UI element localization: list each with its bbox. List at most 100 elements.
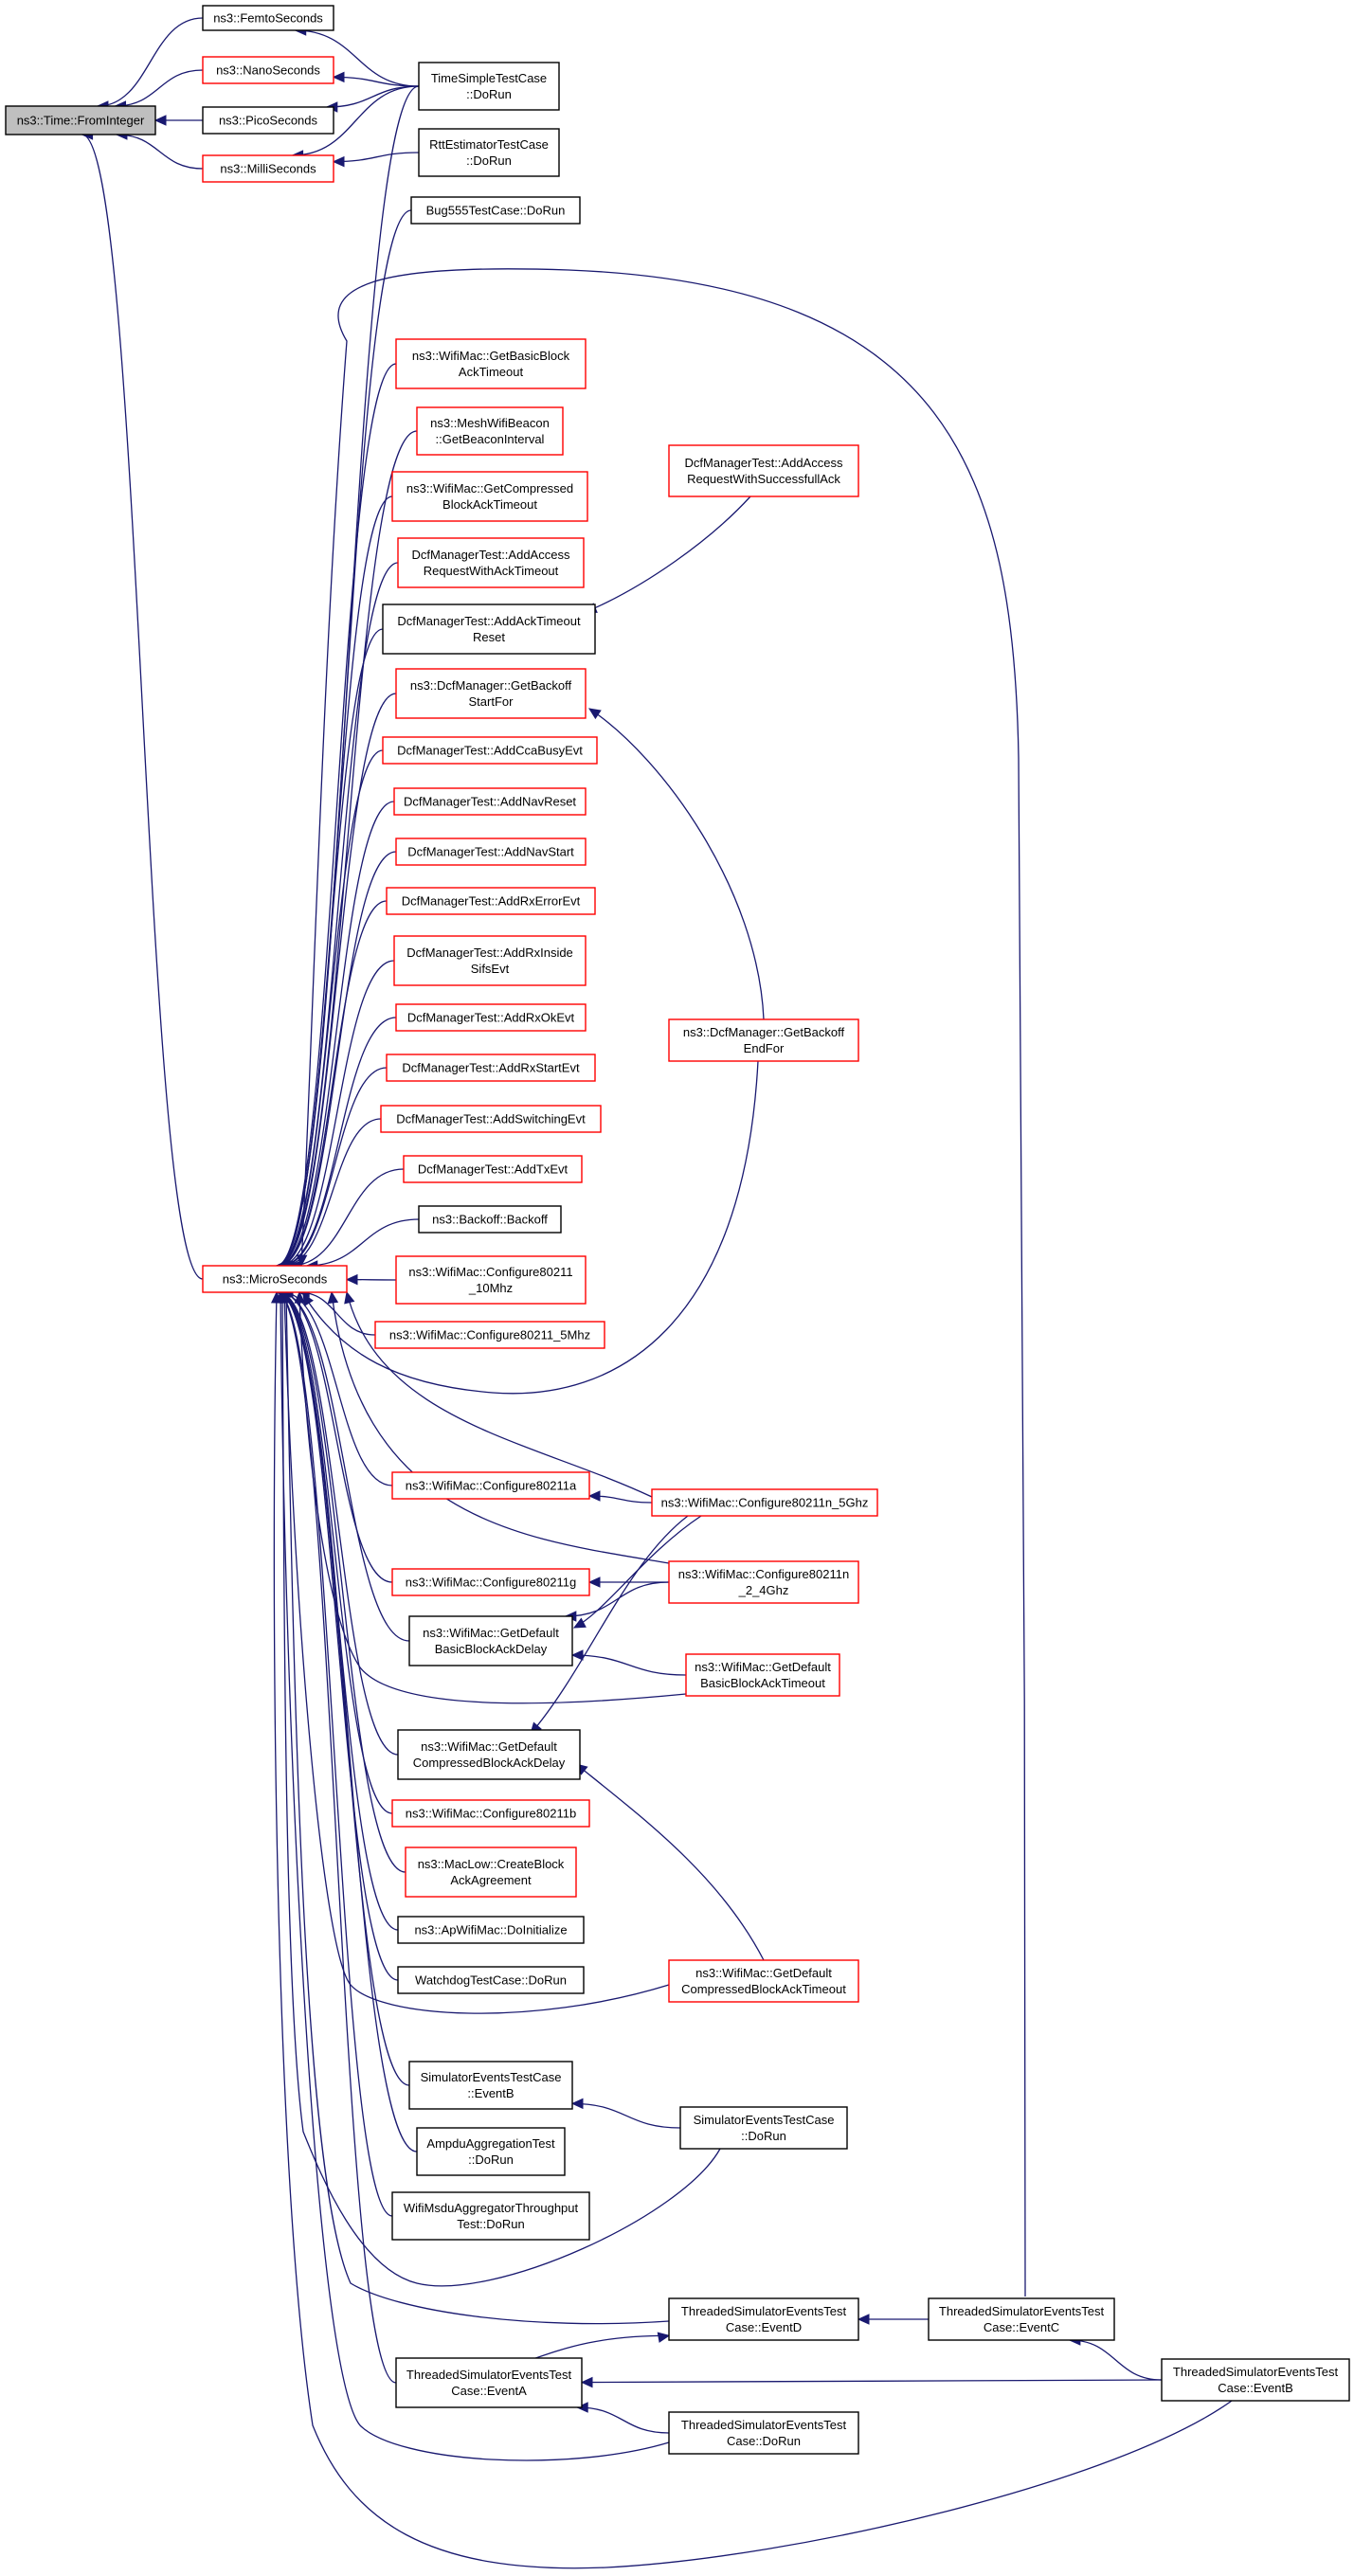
node-label: ThreadedSimulatorEventsTest — [681, 2304, 847, 2318]
node-watchdog[interactable]: WatchdogTestCase::DoRun — [397, 1966, 585, 1994]
node-compblock[interactable]: ns3::WifiMac::GetCompressedBlockAckTimeo… — [391, 471, 588, 522]
node-pico[interactable]: ns3::PicoSeconds — [202, 106, 334, 135]
node-milli[interactable]: ns3::MilliSeconds — [202, 154, 334, 183]
node-label: AckTimeout — [459, 365, 524, 379]
node-defcompdelay[interactable]: ns3::WifiMac::GetDefaultCompressedBlockA… — [397, 1729, 581, 1780]
node-bug555[interactable]: Bug555TestCase::DoRun — [410, 196, 581, 225]
node-box — [382, 736, 598, 765]
node-label: ThreadedSimulatorEventsTest — [1173, 2365, 1339, 2379]
edge-tseventb-to-tseventa — [580, 2376, 1163, 2388]
node-defbasicdelay[interactable]: ns3::WifiMac::GetDefaultBasicBlockAckDel… — [408, 1615, 573, 1666]
node-meshbeacon[interactable]: ns3::MeshWifiBeacon::GetBeaconInterval — [416, 406, 564, 456]
node-c24ghz[interactable]: ns3::WifiMac::Configure80211n_2_4Ghz — [668, 1560, 859, 1604]
edge-rtt-to-milli — [332, 152, 420, 168]
node-box — [391, 1568, 590, 1596]
node-box — [408, 1615, 573, 1666]
node-label: Case::EventB — [1218, 2381, 1293, 2395]
edge-line — [277, 562, 399, 1267]
node-nano[interactable]: ns3::NanoSeconds — [202, 56, 334, 84]
node-addaccessack[interactable]: DcfManagerTest::AddAccessRequestWithAckT… — [397, 537, 585, 588]
node-ampdu[interactable]: AmpduAggregationTest::DoRun — [416, 2127, 566, 2176]
node-accesssuccess[interactable]: DcfManagerTest::AddAccessRequestWithSucc… — [668, 444, 859, 497]
edge-line — [276, 363, 397, 1267]
node-label: ns3::WifiMac::Configure80211b — [406, 1807, 576, 1821]
node-c5ghz[interactable]: ns3::WifiMac::Configure80211n_5Ghz — [651, 1488, 878, 1517]
node-box — [395, 838, 587, 866]
node-c10mhz[interactable]: ns3::WifiMac::Configure80211_10Mhz — [395, 1255, 587, 1305]
node-label: ns3::WifiMac::Configure80211n_5Ghz — [661, 1496, 869, 1510]
edge-micro-to-root — [81, 129, 204, 1280]
edge-line — [298, 1291, 376, 1336]
edge-line — [285, 1291, 670, 2325]
node-timesimple[interactable]: TimeSimpleTestCase::DoRun — [418, 62, 560, 111]
node-box — [391, 2191, 590, 2241]
node-rxstart[interactable]: DcfManagerTest::AddRxStartEvt — [386, 1054, 596, 1082]
node-switching[interactable]: DcfManagerTest::AddSwitchingEvt — [380, 1105, 602, 1133]
node-root[interactable]: ns3::Time::FromInteger — [5, 105, 156, 135]
node-simeventb[interactable]: SimulatorEventsTestCase::EventB — [408, 2061, 573, 2110]
node-box — [928, 2297, 1115, 2341]
node-femto[interactable]: ns3::FemtoSeconds — [202, 5, 334, 31]
node-backoff[interactable]: ns3::Backoff::Backoff — [418, 1205, 562, 1234]
node-micro[interactable]: ns3::MicroSeconds — [202, 1265, 348, 1293]
node-rxok[interactable]: DcfManagerTest::AddRxOkEvt — [395, 1003, 587, 1032]
edge-arrowhead — [327, 1290, 339, 1305]
node-txevt[interactable]: DcfManagerTest::AddTxEvt — [403, 1155, 583, 1183]
node-label: DcfManagerTest::AddTxEvt — [418, 1162, 569, 1177]
node-label: ns3::MacLow::CreateBlock — [418, 1857, 565, 1871]
node-defcomptimeout[interactable]: ns3::WifiMac::GetDefaultCompressedBlockA… — [668, 1959, 859, 2003]
node-c80211b[interactable]: ns3::WifiMac::Configure80211b — [391, 1799, 590, 1828]
node-box — [374, 1321, 605, 1349]
edge-milli-to-root — [115, 129, 204, 170]
node-label: _2_4Ghz — [738, 1583, 789, 1597]
edge-backoffend-to-micro — [302, 1060, 759, 1395]
node-ccabusy[interactable]: DcfManagerTest::AddCcaBusyEvt — [382, 736, 598, 765]
node-navreset[interactable]: DcfManagerTest::AddNavReset — [393, 787, 587, 816]
edge-c5ghz-to-c80211a — [587, 1490, 653, 1504]
edge-line — [276, 1291, 393, 2217]
node-c80211a[interactable]: ns3::WifiMac::Configure80211a — [391, 1471, 590, 1500]
node-label: RequestWithAckTimeout — [424, 564, 559, 578]
node-box — [408, 2061, 573, 2110]
node-navstart[interactable]: DcfManagerTest::AddNavStart — [395, 838, 587, 866]
node-box — [395, 1003, 587, 1032]
edge-line — [565, 1581, 670, 1617]
edge-addacktimeoutreset-to-micro — [276, 628, 384, 1271]
edge-femto-to-root — [96, 17, 204, 112]
node-rxerror[interactable]: DcfManagerTest::AddRxErrorEvt — [386, 887, 596, 915]
edge-arrowhead — [857, 2314, 870, 2325]
edge-line — [278, 1291, 399, 1756]
edge-line — [278, 1291, 393, 1814]
edge-line — [1069, 2339, 1163, 2381]
edge-arrowhead — [587, 1490, 601, 1502]
node-label: ns3::WifiMac::Configure80211_5Mhz — [389, 1328, 590, 1342]
node-defbasictimeout[interactable]: ns3::WifiMac::GetDefaultBasicBlockAckTim… — [685, 1653, 840, 1697]
edge-line — [530, 1515, 689, 1735]
node-label: Test::DoRun — [457, 2217, 525, 2231]
node-label: ns3::Time::FromInteger — [17, 114, 145, 128]
node-box — [202, 56, 334, 84]
node-simdorun[interactable]: SimulatorEventsTestCase::DoRun — [679, 2106, 848, 2150]
node-rtt[interactable]: RttEstimatorTestCase::DoRun — [418, 128, 560, 177]
node-apwifi[interactable]: ns3::ApWifiMac::DoInitialize — [397, 1916, 585, 1944]
node-label: ns3::WifiMac::Configure80211g — [406, 1576, 576, 1590]
node-c5mhz[interactable]: ns3::WifiMac::Configure80211_5Mhz — [374, 1321, 605, 1349]
node-label: ns3::NanoSeconds — [216, 63, 320, 78]
node-c80211g[interactable]: ns3::WifiMac::Configure80211g — [391, 1568, 590, 1596]
edge-defbasictimeout-to-defbasicdelay — [570, 1649, 687, 1676]
node-label: DcfManagerTest::AddNavStart — [407, 845, 574, 859]
node-label: SifsEvt — [471, 962, 510, 976]
node-box — [668, 444, 859, 497]
